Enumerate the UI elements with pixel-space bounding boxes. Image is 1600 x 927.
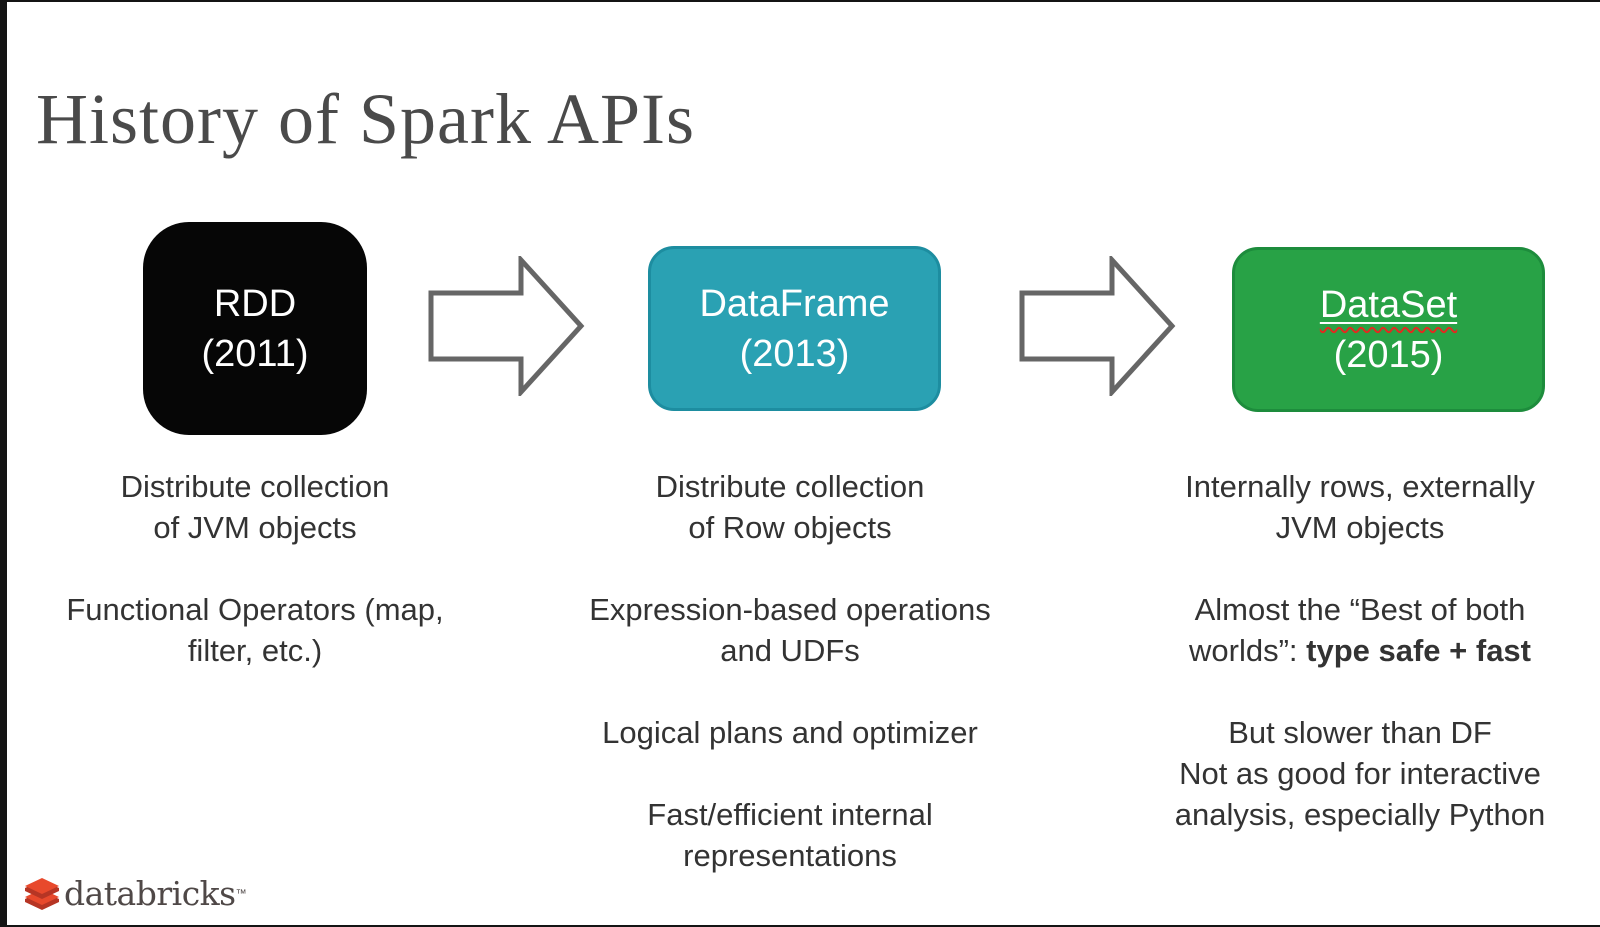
right-arrow-icon xyxy=(428,256,585,396)
notes-column-dataframe: Distribute collection of Row objects Exp… xyxy=(550,466,1030,917)
databricks-bricks-icon xyxy=(25,877,59,910)
note-paragraph: Distribute collection of JVM objects xyxy=(120,469,390,545)
box-year: (2015) xyxy=(1333,333,1444,376)
note-paragraph: Expression-based operations and UDFs xyxy=(589,592,991,668)
note-paragraph: But slower than DF Not as good for inter… xyxy=(1174,715,1546,832)
note-paragraph: Internally rows, externally JVM objects xyxy=(1185,469,1535,545)
page-title: History of Spark APIs xyxy=(36,79,696,160)
note-paragraph: Almost the “Best of both worlds”: type s… xyxy=(1189,592,1531,668)
right-arrow-icon xyxy=(1019,256,1176,396)
timeline-box-dataframe: DataFrame (2013) xyxy=(648,246,941,411)
note-paragraph: Distribute collection of Row objects xyxy=(655,469,925,545)
timeline-box-dataset: DataSet (2015) xyxy=(1232,247,1545,412)
box-year: (2011) xyxy=(201,332,309,375)
databricks-wordmark: databricks xyxy=(64,874,236,913)
box-year: (2013) xyxy=(739,332,850,375)
box-label: DataFrame xyxy=(699,282,890,325)
note-paragraph: Logical plans and optimizer xyxy=(602,715,978,750)
note-paragraph: Functional Operators (map, filter, etc.) xyxy=(66,592,444,668)
box-label: DataSet xyxy=(1319,283,1458,326)
trademark-symbol: ™ xyxy=(235,887,247,900)
notes-column-rdd: Distribute collection of JVM objects Fun… xyxy=(15,466,495,712)
box-label: RDD xyxy=(213,282,297,325)
window-edge-top xyxy=(0,0,1600,2)
note-paragraph: Fast/efficient internal representations xyxy=(647,797,933,873)
window-edge-left xyxy=(0,0,7,927)
window-edge-bottom xyxy=(0,925,1600,927)
notes-column-dataset: Internally rows, externally JVM objects … xyxy=(1120,466,1600,876)
timeline-box-rdd: RDD (2011) xyxy=(143,222,367,435)
